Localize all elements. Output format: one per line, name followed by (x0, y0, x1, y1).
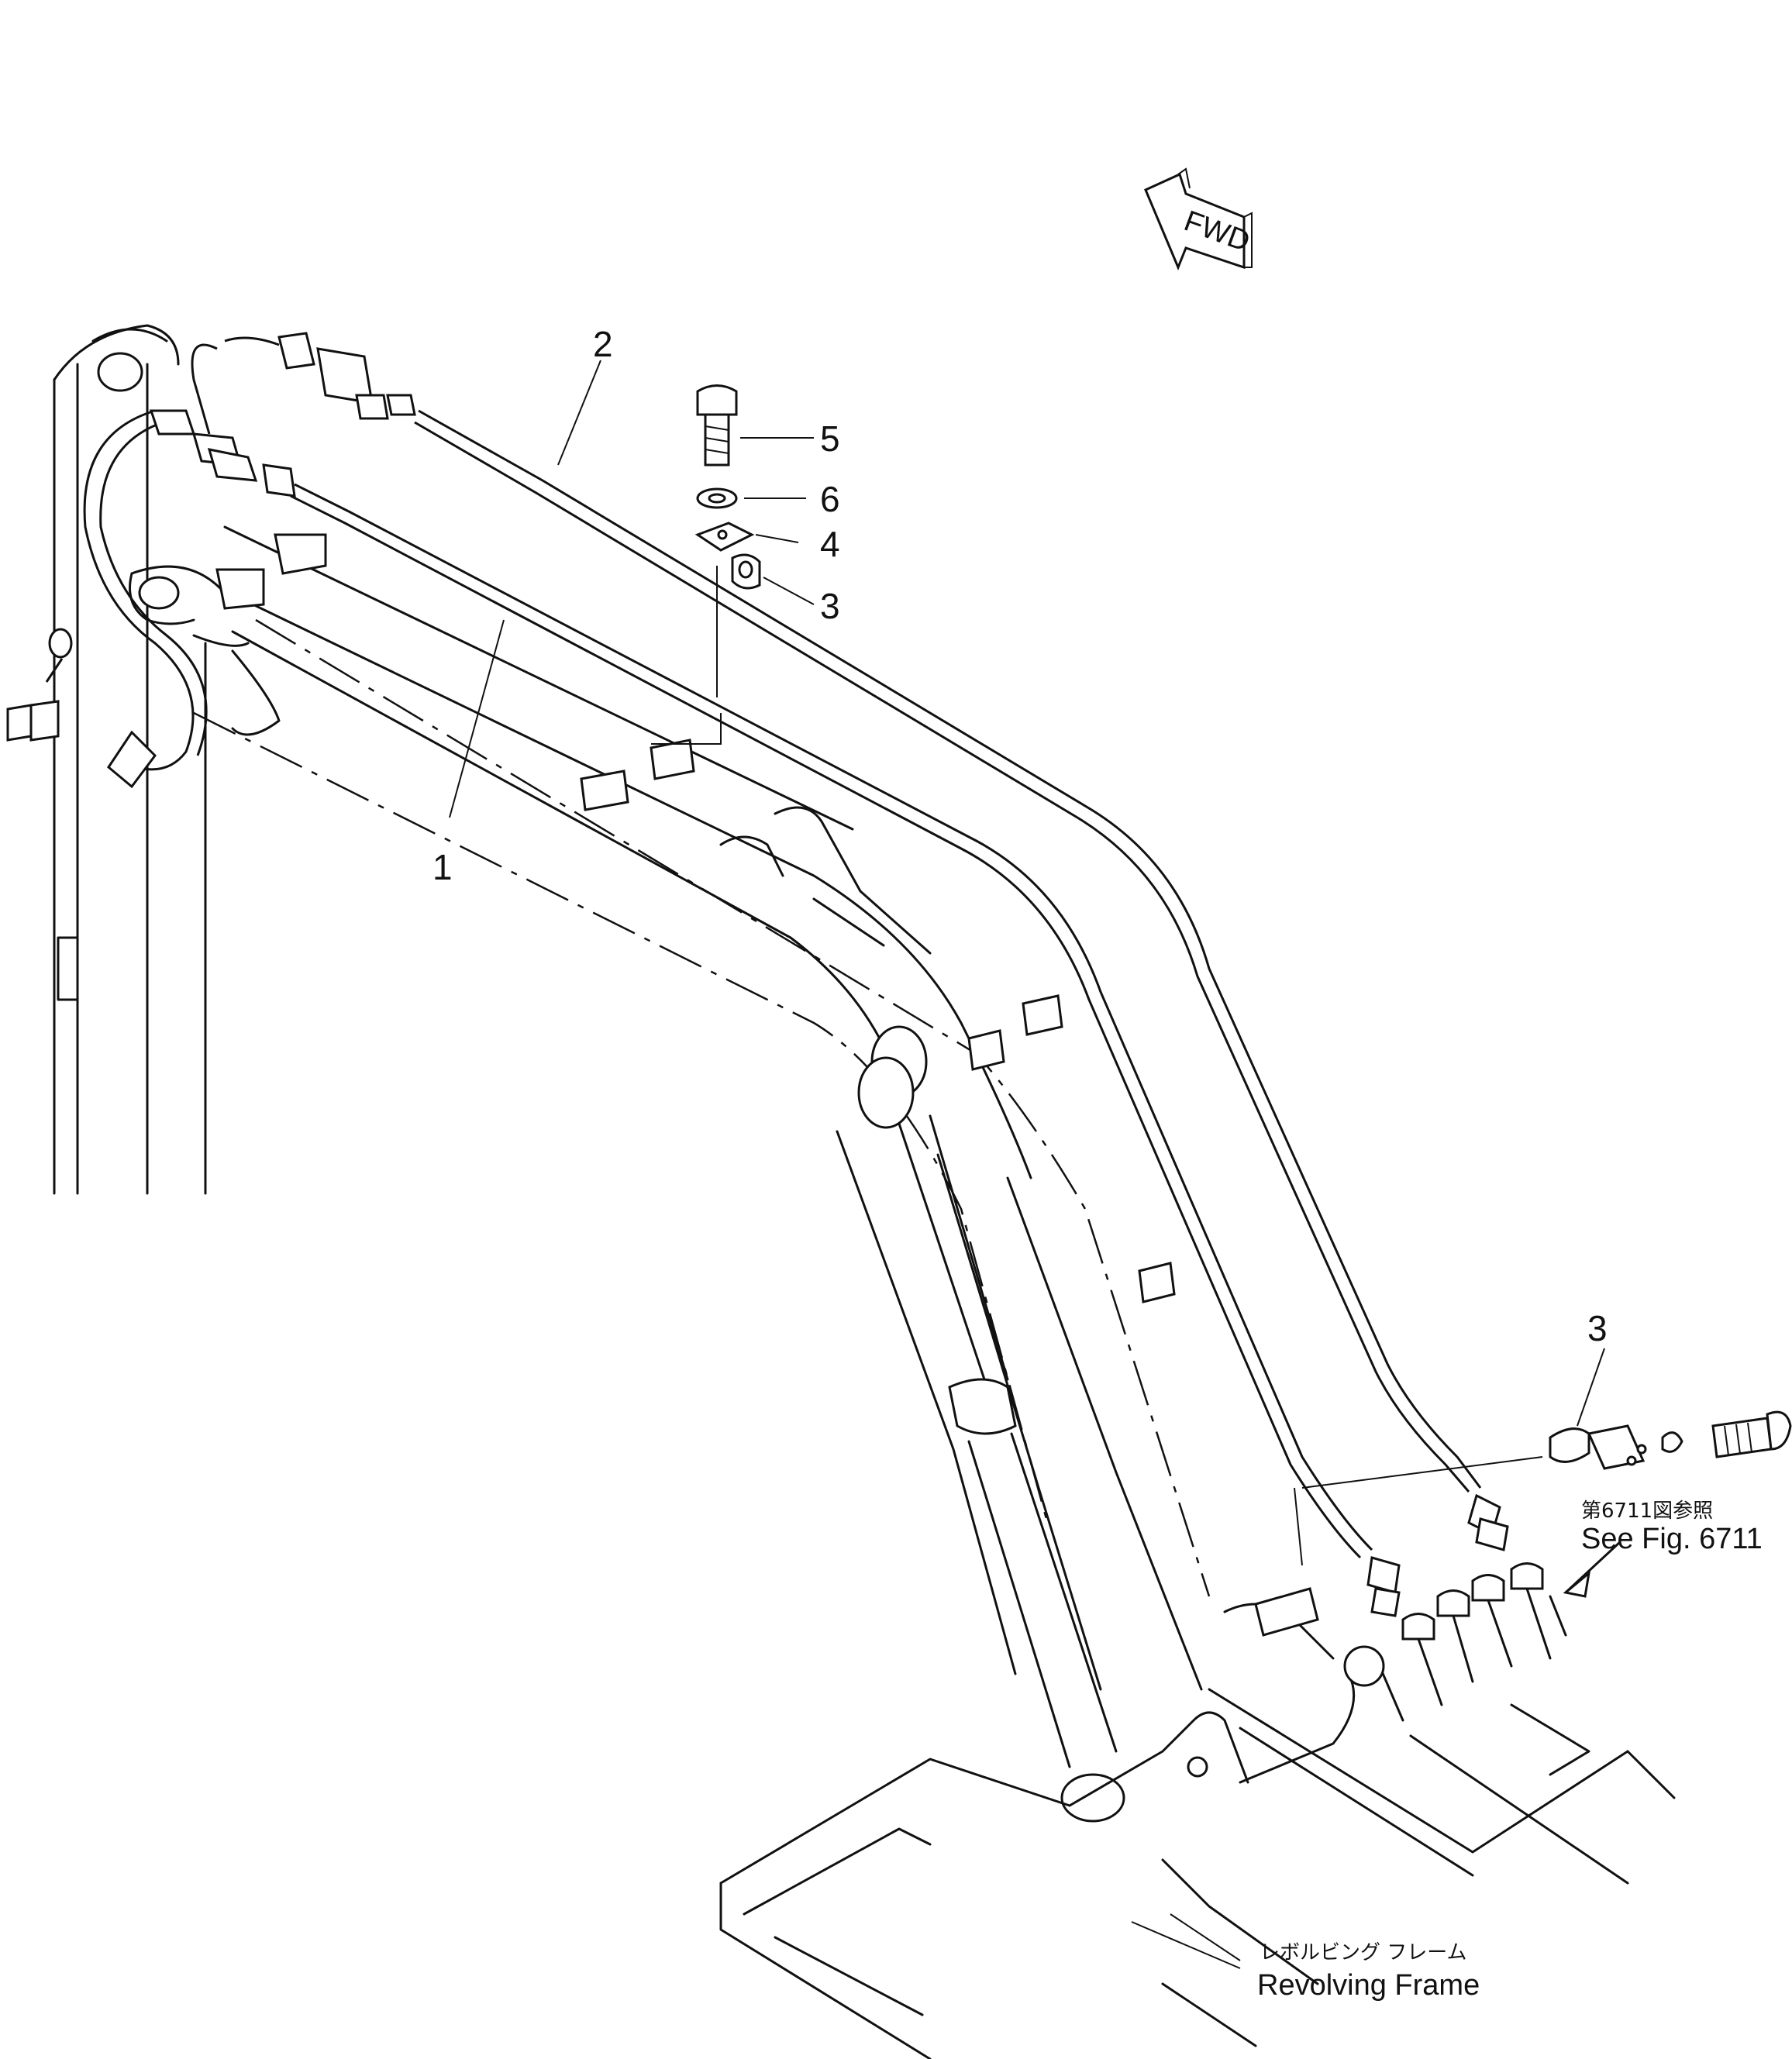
boom-foot (719, 806, 1404, 1823)
arm-post (48, 324, 207, 1195)
boom (129, 525, 1211, 1691)
callout-6: 6 (820, 479, 840, 519)
revolving-frame-label-en: Revolving Frame (1257, 1969, 1480, 2002)
bolt-5-head (696, 384, 738, 416)
reference-note-en: See Fig. 6711 (1581, 1523, 1763, 1555)
detail-clamp-parts (1401, 1410, 1792, 1706)
callout-2: 2 (593, 324, 613, 364)
revolving-frame-label-jp: レボルビング フレーム (1260, 1941, 1467, 1964)
revolving-frame (719, 1688, 1676, 2059)
clamps (580, 566, 1543, 1637)
callout-3-detail: 3 (1587, 1308, 1608, 1348)
callout-numbers: 2 1 5 6 4 3 3 (432, 324, 1608, 1348)
pipe-fittings (149, 332, 416, 498)
callout-1: 1 (432, 847, 453, 887)
reference-note-jp: 第6711図参照 (1581, 1499, 1713, 1523)
revolving-frame-label: レボルビング フレーム Revolving Frame (1131, 1921, 1480, 2002)
exploded-clamp-parts (694, 384, 761, 590)
callout-5: 5 (820, 418, 840, 459)
leader-lines (449, 360, 1605, 1427)
hose-left (6, 336, 280, 789)
callout-3: 3 (820, 586, 840, 626)
steel-pipes (290, 409, 1509, 1617)
fwd-arrow: FWD (1144, 167, 1254, 270)
callout-4: 4 (820, 524, 840, 564)
reference-note: 第6711図参照 See Fig. 6711 (1581, 1499, 1763, 1555)
